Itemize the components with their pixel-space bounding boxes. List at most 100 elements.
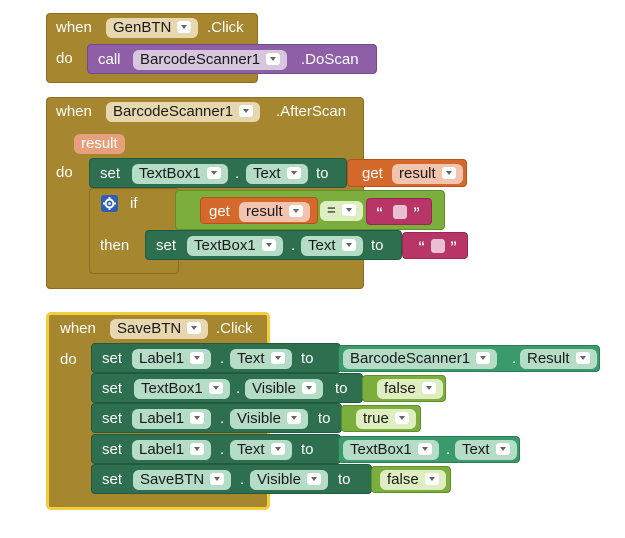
chevron-down-icon: [270, 443, 285, 456]
get-label: get: [209, 203, 230, 220]
to-label: to: [318, 410, 331, 427]
dot-label: .: [236, 380, 241, 397]
chevron-down-icon: [575, 352, 590, 365]
event-name: .Click: [216, 320, 253, 337]
chevron-down-icon: [394, 412, 409, 425]
component-dropdown-textbox1[interactable]: TextBox1: [132, 164, 228, 184]
text-input[interactable]: [393, 205, 407, 219]
property-dropdown-text[interactable]: Text: [246, 164, 308, 184]
property-dropdown-result[interactable]: Result: [520, 349, 597, 369]
chevron-down-icon: [441, 167, 456, 180]
when-label: when: [56, 19, 92, 36]
set-textbox1-visible-block[interactable]: set TextBox1 . Visible to: [91, 373, 363, 403]
chevron-down-icon: [288, 205, 303, 218]
dot-label: .: [235, 165, 240, 182]
close-quote: ”: [450, 238, 457, 254]
chevron-down-icon: [341, 204, 356, 217]
component-dropdown-barcodescanner1[interactable]: BarcodeScanner1: [343, 349, 498, 369]
property-dropdown-text[interactable]: Text: [230, 440, 292, 460]
set-savebtn-visible-block[interactable]: set SaveBTN . Visible to: [91, 464, 372, 494]
open-quote: “: [418, 238, 425, 254]
empty-text-block[interactable]: “ ”: [402, 232, 468, 259]
component-dropdown-savebtn[interactable]: SaveBTN: [133, 470, 232, 490]
property-dropdown-text[interactable]: Text: [230, 349, 292, 369]
chevron-down-icon: [190, 352, 205, 365]
set-label1-text-from-textbox-block[interactable]: set Label1 . Text to: [91, 434, 341, 464]
component-dropdown-label1[interactable]: Label1: [132, 409, 212, 429]
property-dropdown-visible[interactable]: Visible: [245, 379, 323, 399]
chevron-down-icon: [210, 473, 225, 486]
chevron-down-icon: [190, 412, 205, 425]
boolean-dropdown[interactable]: false: [377, 379, 443, 399]
component-dropdown-savebtn[interactable]: SaveBTN: [110, 319, 209, 339]
compare-block[interactable]: get result = “ ”: [175, 190, 445, 230]
set-label1-visible-block[interactable]: set Label1 . Visible to: [91, 403, 342, 433]
empty-text-block[interactable]: “ ”: [366, 198, 432, 225]
set-label: set: [102, 471, 123, 488]
then-set-textbox1-text-block[interactable]: set TextBox1 . Text to: [145, 230, 402, 260]
component-dropdown-textbox1[interactable]: TextBox1: [134, 379, 230, 399]
chevron-down-icon: [495, 443, 510, 456]
chevron-down-icon: [424, 473, 439, 486]
true-block[interactable]: true: [341, 405, 421, 432]
set-textbox1-text-block[interactable]: set TextBox1 . Text to: [89, 158, 347, 188]
component-dropdown-textbox1[interactable]: TextBox1: [343, 440, 439, 460]
event-parameter-result[interactable]: result: [74, 134, 125, 154]
component-dropdown-barcodescanner1[interactable]: BarcodeScanner1: [133, 50, 288, 70]
gear-icon[interactable]: [101, 195, 118, 212]
component-dropdown-genbtn[interactable]: GenBTN: [106, 18, 199, 38]
boolean-dropdown[interactable]: true: [356, 409, 416, 429]
component-dropdown-barcodescanner1[interactable]: BarcodeScanner1: [106, 102, 261, 122]
property-dropdown-text[interactable]: Text: [301, 236, 363, 256]
component-name: GenBTN: [113, 19, 172, 36]
event-name: .Click: [207, 19, 244, 36]
chevron-down-icon: [301, 382, 316, 395]
text-input[interactable]: [431, 239, 445, 253]
set-label: set: [102, 380, 123, 397]
chevron-down-icon: [208, 382, 223, 395]
property-dropdown-text[interactable]: Text: [455, 440, 517, 460]
component-name: BarcodeScanner1: [140, 51, 261, 68]
dot-label: .: [512, 350, 517, 367]
dot-label: .: [240, 471, 245, 488]
component-name: BarcodeScanner1: [113, 103, 234, 120]
textbox1-text-getter[interactable]: TextBox1 . Text: [338, 436, 520, 463]
component-dropdown-label1[interactable]: Label1: [132, 349, 212, 369]
get-result-block[interactable]: get result: [200, 197, 318, 224]
set-label1-text-block[interactable]: set Label1 . Text to: [91, 343, 341, 373]
chevron-down-icon: [417, 443, 432, 456]
chevron-down-icon: [190, 443, 205, 456]
component-dropdown-label1[interactable]: Label1: [132, 440, 212, 460]
event-name: .AfterScan: [276, 103, 347, 120]
to-label: to: [371, 237, 384, 254]
set-label: set: [100, 165, 121, 182]
false-block[interactable]: false: [371, 466, 451, 493]
chevron-down-icon: [206, 167, 221, 180]
get-label: get: [362, 165, 383, 182]
to-label: to: [338, 471, 351, 488]
operator-dropdown[interactable]: =: [320, 201, 363, 221]
dot-label: .: [291, 237, 296, 254]
get-result-block[interactable]: get result: [347, 159, 467, 187]
dot-label: .: [220, 350, 225, 367]
boolean-dropdown[interactable]: false: [380, 470, 446, 490]
chevron-down-icon: [286, 167, 301, 180]
dot-label: .: [446, 441, 451, 458]
property-dropdown-visible[interactable]: Visible: [230, 409, 308, 429]
set-label: set: [102, 350, 123, 367]
false-block[interactable]: false: [362, 375, 446, 402]
do-label: do: [60, 351, 77, 368]
do-label: do: [56, 50, 73, 67]
barcodescanner1-result-getter[interactable]: BarcodeScanner1 . Result: [338, 345, 600, 372]
chevron-down-icon: [286, 412, 301, 425]
if-label: if: [130, 195, 138, 212]
component-dropdown-textbox1[interactable]: TextBox1: [187, 236, 283, 256]
variable-dropdown-result[interactable]: result: [239, 202, 310, 222]
when-label: when: [60, 320, 96, 337]
call-block-doscan[interactable]: call BarcodeScanner1 .DoScan: [87, 44, 377, 74]
method-name: .DoScan: [301, 51, 359, 68]
dot-label: .: [220, 441, 225, 458]
variable-dropdown-result[interactable]: result: [392, 164, 463, 184]
chevron-down-icon: [421, 382, 436, 395]
property-dropdown-visible[interactable]: Visible: [250, 470, 328, 490]
